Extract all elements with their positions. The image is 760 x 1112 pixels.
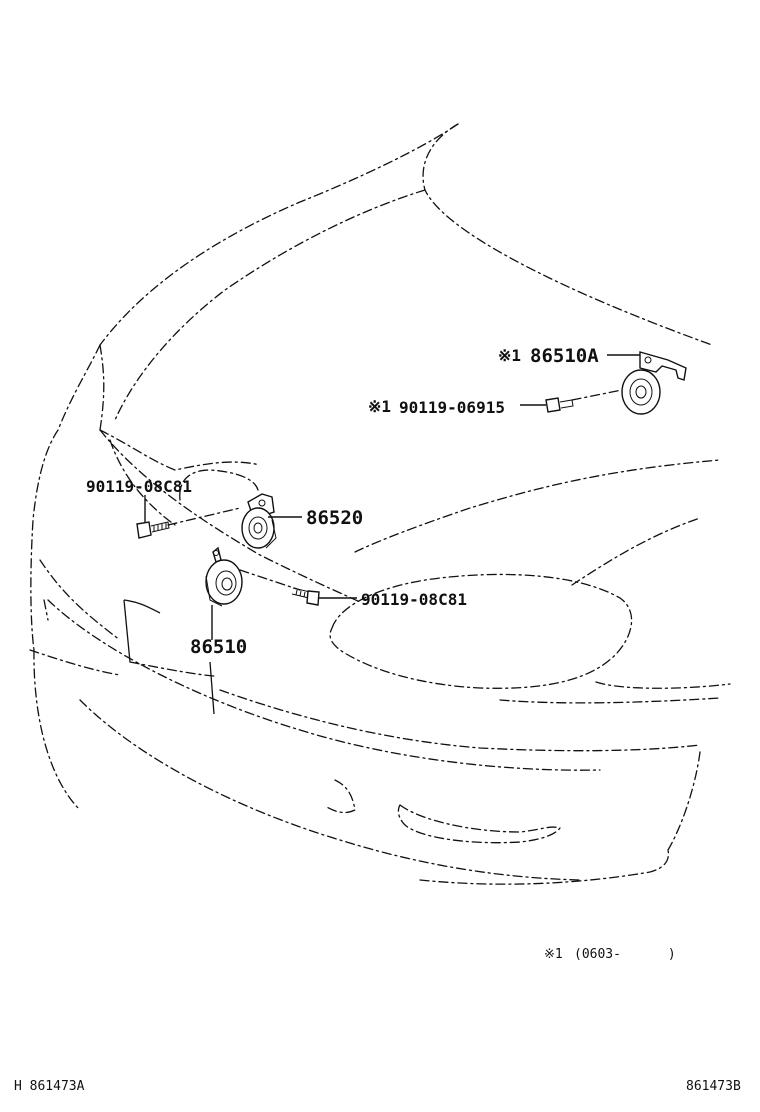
label-90119-08c81-upper: 90119-08C81: [86, 477, 192, 496]
car-body-outline: [29, 123, 731, 885]
label-86520: 86520: [306, 507, 363, 529]
label-90119-08c81-lower: 90119-08C81: [361, 590, 467, 609]
diagram-code-left: H 861473A: [14, 1079, 85, 1094]
part-labels: ※1 86510A ※1 90119-06915 90119-08C81 865…: [14, 345, 741, 1094]
label-86510: 86510: [190, 636, 247, 658]
footnote-marker: ※1: [544, 947, 563, 962]
label-86510a-marker: ※1: [498, 346, 521, 365]
bolt-upper-90119-08c81: [136, 495, 241, 539]
bolt-90119-06915: [520, 389, 623, 413]
bolt-lower-90119-08c81: [291, 587, 357, 606]
horn-86510: [205, 546, 301, 640]
horn-86520: [241, 493, 302, 549]
horn-86510a: [607, 351, 687, 415]
footnote-text: (0603- ): [574, 947, 676, 962]
label-90119-06915: 90119-06915: [399, 398, 505, 417]
diagram-code-right: 861473B: [686, 1079, 741, 1094]
label-86510a: 86510A: [530, 345, 599, 367]
label-90119-06915-marker: ※1: [368, 397, 391, 416]
